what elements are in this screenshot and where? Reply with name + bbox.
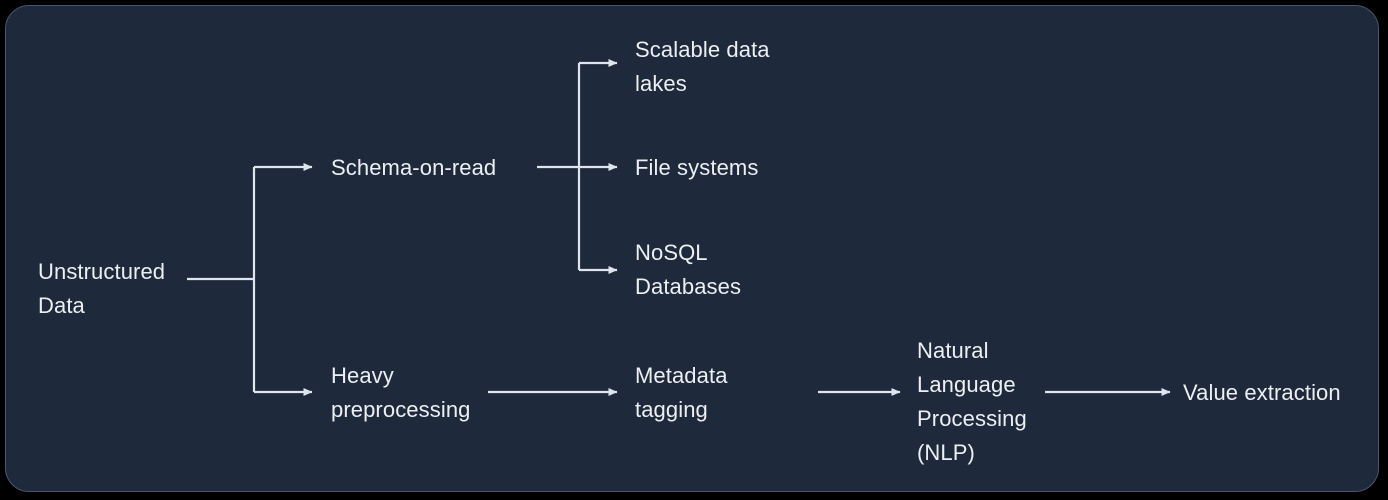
- node-schema-on-read: Schema-on-read: [331, 155, 497, 180]
- node-file-systems: File systems: [635, 155, 759, 180]
- node-natural-language-processing: Natural Language Processing (NLP): [917, 338, 1027, 465]
- node-value-extraction: Value extraction: [1183, 380, 1341, 405]
- node-unstructured-data: Unstructured Data: [38, 259, 166, 318]
- node-scalable-data-lakes: Scalable data lakes: [635, 37, 770, 96]
- node-metadata-tagging: Metadata tagging: [635, 363, 728, 422]
- diagram-card: [5, 5, 1379, 492]
- node-nosql-databases: NoSQL Databases: [635, 240, 742, 299]
- node-heavy-preprocessing: Heavy preprocessing: [331, 363, 471, 422]
